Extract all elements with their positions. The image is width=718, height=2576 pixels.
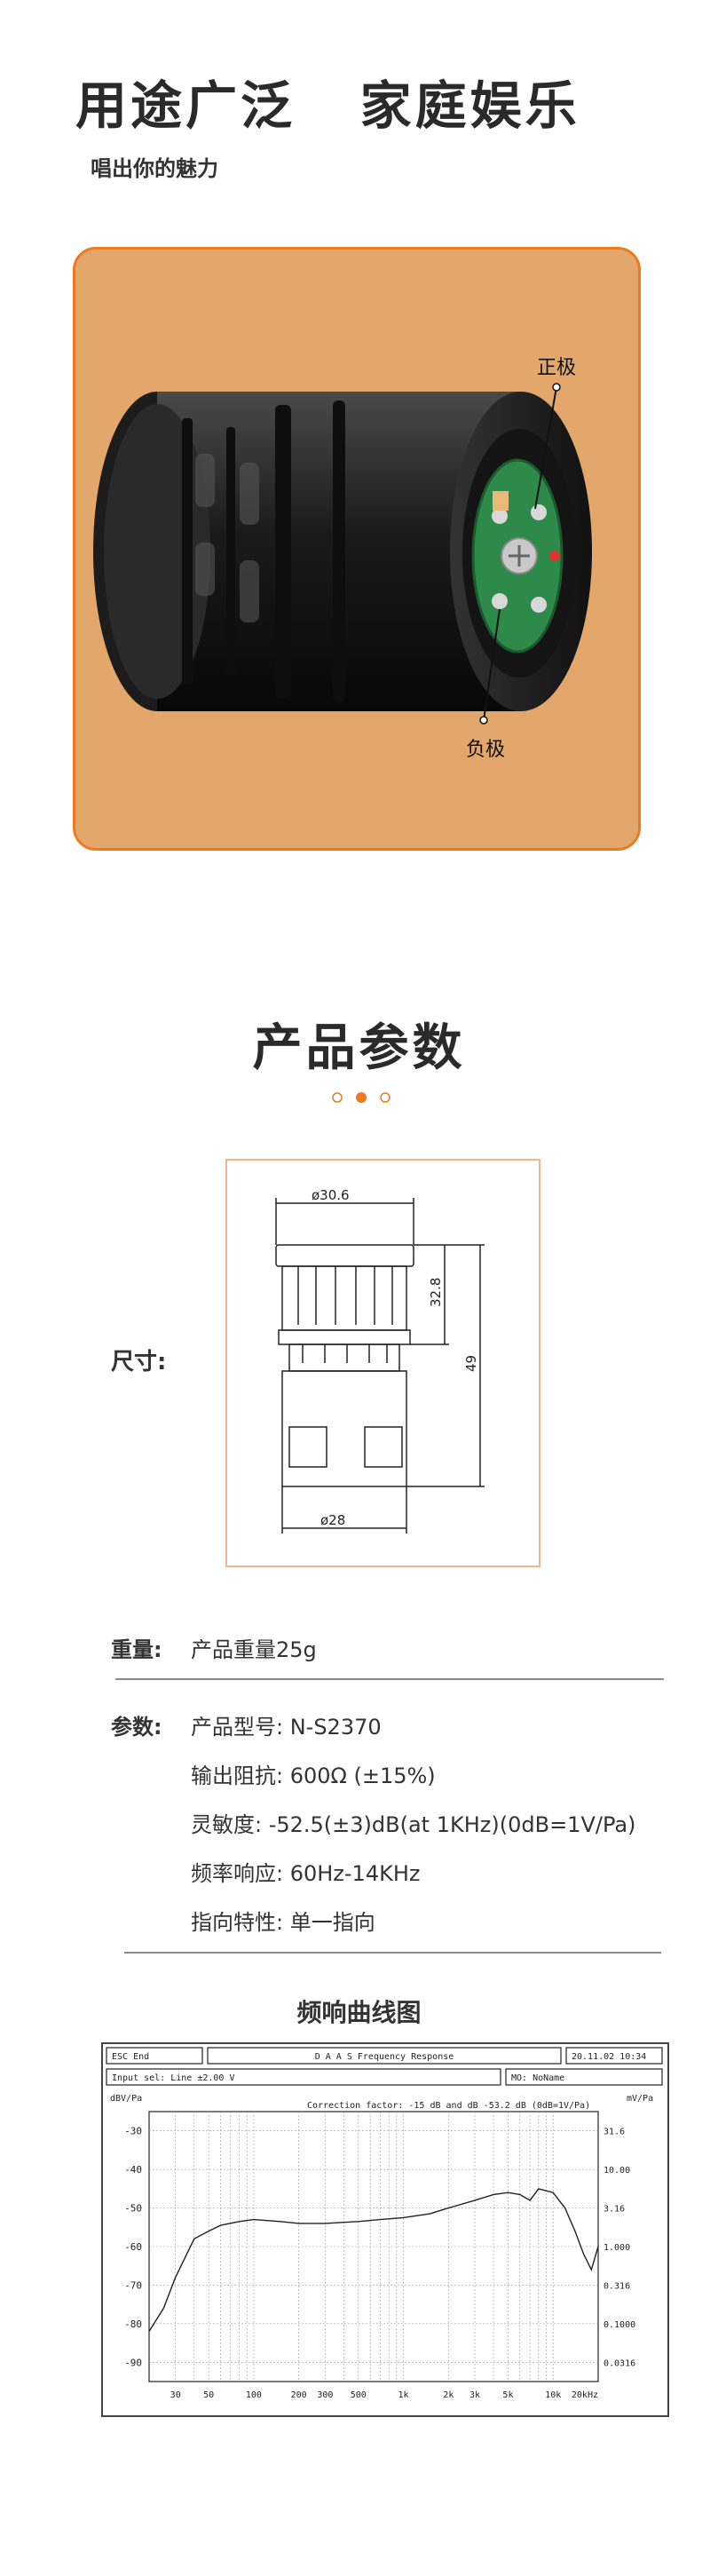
mode-text: MO: NoName [511,2073,564,2083]
y-right-tick-label: 10.00 [604,2166,630,2176]
date-box [565,2047,663,2065]
param-label: 参数: [111,1715,162,1740]
param-frequency: 频率响应: 60Hz-14KHz [191,1861,421,1886]
subtitle: 唱出你的魅力 [91,156,218,181]
y-left-tick-label: -40 [124,2164,142,2176]
param-sensitivity: 灵敏度: -52.5(±3)dB(at 1KHz)(0dB=1V/Pa) [191,1812,636,1837]
y-right-tick-label: 3.16 [604,2205,625,2215]
y-right-tick-label: 0.0316 [604,2358,635,2368]
x-tick-label: 200 [291,2390,307,2400]
header-left: ESC End [112,2052,149,2062]
label-positive: 正极 [537,357,576,379]
x-tick-label: 300 [317,2390,333,2400]
x-tick-label: 2k [443,2390,454,2400]
headline-left: 用途广泛 [75,75,296,136]
x-tick-label: 1k [398,2390,409,2400]
x-tick-label: 100 [246,2390,262,2400]
dimension-drawing-box: ø30.6 ø28 32.8 49 [225,1159,540,1567]
header-center: D A A S Frequency Response [315,2052,454,2062]
param-directivity: 指向特性: 单一指向 [191,1910,375,1935]
y-right-tick-label: 31.6 [604,2128,625,2137]
frequency-response-panel: ESC End D A A S Frequency Response 20.11… [101,2042,669,2417]
x-tick-label: 5k [502,2390,513,2400]
headline-right: 家庭娱乐 [359,75,580,136]
x-tick-label: 50 [203,2390,214,2400]
dot [332,1092,343,1103]
weight-label: 重量: [111,1637,162,1662]
response-curve [148,2188,599,2332]
y-left-tick-label: -50 [124,2203,142,2215]
y-left-tick-label: -60 [124,2241,142,2253]
param-model: 产品型号: N-S2370 [191,1715,382,1740]
y-left-tick-label: -30 [124,2126,142,2137]
dim-inner-height: 32.8 [428,1278,444,1307]
carousel-dots [332,1092,391,1103]
dimension-label: 尺寸: [111,1349,167,1375]
y-right-tick-label: 1.000 [604,2243,630,2253]
x-tick-label: 10k [545,2390,561,2400]
right-unit: mV/Pa [627,2094,653,2104]
divider [124,1952,661,1954]
headline: 用途广泛 家庭娱乐 [75,64,580,139]
dimension-drawing: ø30.6 ø28 32.8 49 [275,1187,485,1534]
correction-text: Correction factor: -15 dB and dB -53.2 d… [307,2101,590,2111]
y-right-tick-label: 0.316 [604,2281,630,2291]
dim-total-height: 49 [463,1355,479,1372]
input-box [106,2068,501,2086]
dot-active [356,1092,367,1103]
header-right: 20.11.02 10:34 [572,2052,646,2062]
left-unit: dBV/Pa [110,2094,142,2104]
microphone-capsule-illustration: 正极 负极 [93,357,592,761]
weight-value: 产品重量25g [191,1637,317,1662]
x-tick-label: 3k [469,2390,480,2400]
dot [380,1092,391,1103]
curve-title: 频响曲线图 [296,1998,422,2027]
param-impedance: 输出阻抗: 600Ω (±15%) [191,1764,436,1788]
params-title: 产品参数 [252,1019,466,1077]
y-left-tick-label: -90 [124,2357,142,2368]
y-left-tick-label: -70 [124,2279,142,2291]
product-photo-card: 正极 负极 [73,247,641,851]
input-text: Input sel: Line ±2.00 V [112,2073,234,2083]
frequency-response-chart: ESC End D A A S Frequency Response 20.11… [106,2047,663,2400]
esc-end-box [106,2047,203,2065]
y-right-tick-label: 0.1000 [604,2320,635,2330]
label-negative: 负极 [466,739,505,761]
x-tick-label: 30 [170,2390,181,2400]
x-tick-label: 20kHz [572,2390,598,2400]
dim-top-diameter: ø30.6 [312,1187,350,1203]
divider [115,1678,664,1680]
x-tick-label: 500 [351,2390,367,2400]
y-left-tick-label: -80 [124,2318,142,2330]
title-box [207,2047,562,2065]
dim-bottom-diameter: ø28 [320,1512,345,1528]
mode-box [505,2068,663,2086]
